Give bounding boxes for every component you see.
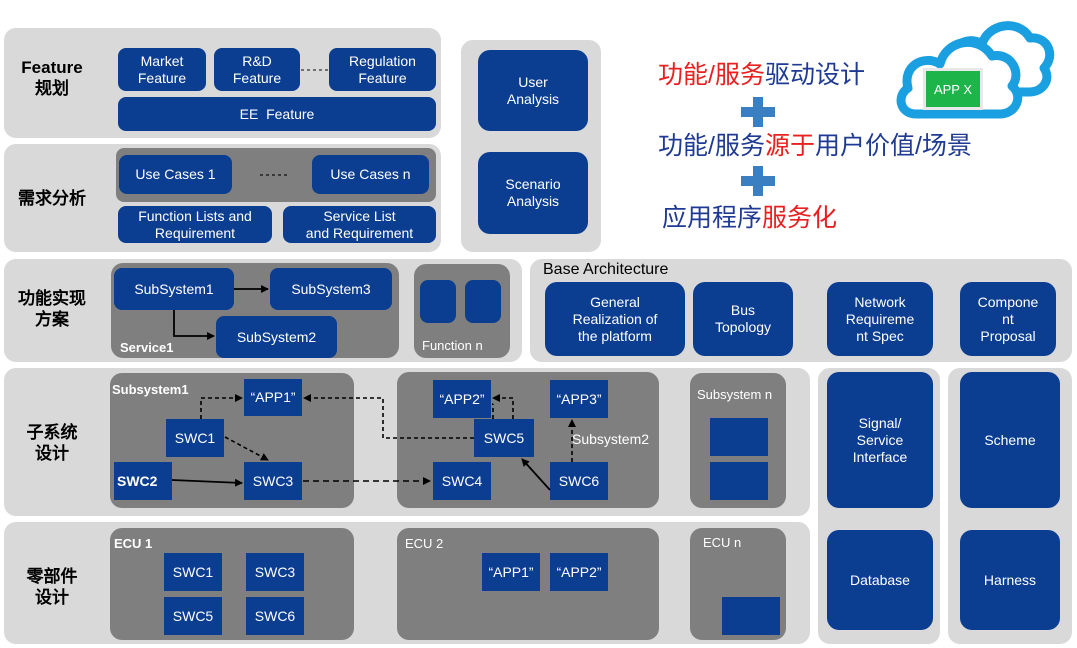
subsystem1-swc3-box: SWC3: [244, 462, 302, 500]
subsystem2-swc5-box: SWC5: [474, 419, 534, 457]
ecu1-swc5-box: SWC5: [164, 597, 222, 635]
user-analysis-box: User Analysis: [478, 50, 588, 131]
slogan-line3-segment-1: 服务化: [762, 204, 838, 232]
signal-service-interface-box: Signal/ Service Interface: [827, 372, 933, 508]
function-lists-box: Function Lists and Requirement: [118, 206, 272, 243]
subsystem1-app1-box: “APP1”: [244, 379, 302, 416]
ecu2-label: ECU 2: [405, 536, 444, 551]
slogan-line-3: 应用程序服务化: [662, 203, 837, 233]
ecu1-swc3-box: SWC3: [246, 553, 304, 591]
slogan-line2-segment-0: 功能/服务: [658, 132, 765, 160]
subsystem2-box: SubSystem2: [216, 316, 337, 358]
ecu2-app1-box: “APP1”: [482, 553, 540, 591]
slogan-line-2: 功能/服务源于用户价值/场景: [658, 131, 972, 161]
lane-label-feature: Feature 规划: [21, 58, 83, 98]
lane-label-implementation: 功能实现 方案: [18, 289, 86, 329]
ecu1-label: ECU 1: [114, 536, 153, 551]
ecu1-swc1-box: SWC1: [164, 553, 222, 591]
slogan-line1-segment-0: 功能/服务: [658, 61, 765, 89]
subsystem2-swc6-box: SWC6: [550, 462, 608, 500]
use-case-1-box: Use Cases 1: [119, 155, 232, 194]
function-n-block-2: [465, 280, 501, 323]
use-case-n-box: Use Cases n: [312, 155, 429, 194]
slogan-line3-segment-0: 应用程序: [662, 204, 763, 232]
ecu-n-label: ECU n: [703, 535, 742, 550]
service-list-box: Service List and Requirement: [283, 206, 436, 243]
subsystem2-swc4-box: SWC4: [433, 462, 491, 500]
function-n-label: Function n: [422, 338, 483, 353]
subsystem-n-label: Subsystem n: [697, 387, 773, 402]
plus-icon-1: [741, 97, 775, 127]
ecu1-panel: [110, 528, 354, 640]
subsystem2-app3-box: “APP3”: [550, 380, 608, 418]
slogan-line1-segment-1: 驱动设计: [764, 61, 865, 89]
slogan-line2-segment-1: 源于: [764, 132, 815, 160]
scheme-box: Scheme: [960, 372, 1060, 508]
ee-feature-box: EE Feature: [118, 97, 436, 131]
subsystem-n-block-1: [710, 418, 768, 456]
component-proposal-box: Compone nt Proposal: [960, 282, 1056, 356]
lane-label-requirement: 需求分析: [18, 188, 86, 208]
lane-label-subsystem: 子系统 设计: [26, 423, 78, 463]
subsystem2-label: Subsystem2: [572, 431, 650, 447]
service1-label: Service1: [120, 340, 174, 355]
subsystem1-swc1-box: SWC1: [166, 419, 224, 457]
market-feature-box: Market Feature: [118, 48, 206, 91]
general-realization-box: General Realization of the platform: [545, 282, 685, 356]
harness-box: Harness: [960, 530, 1060, 630]
subsystem1-box: SubSystem1: [114, 268, 234, 310]
database-box: Database: [827, 530, 933, 630]
regulation-feature-box: Regulation Feature: [329, 48, 436, 91]
subsystem3-box: SubSystem3: [270, 268, 392, 310]
slogan-line2-segment-2: 用户价值/场景: [814, 132, 972, 160]
subsystem1-label: Subsystem1: [112, 382, 189, 397]
network-spec-box: Network Requireme nt Spec: [827, 282, 933, 356]
plus-icon-2: [741, 166, 775, 196]
base-architecture-title: Base Architecture: [543, 261, 669, 278]
subsystem2-app2-box: “APP2”: [433, 380, 491, 418]
function-n-block-1: [420, 280, 456, 323]
ecu-n-block: [722, 597, 780, 635]
app-x-badge: APP X: [923, 68, 983, 110]
subsystem-n-block-2: [710, 462, 768, 500]
ecu1-swc6-box: SWC6: [246, 597, 304, 635]
lane-label-component: 零部件 设计: [26, 567, 78, 607]
scenario-analysis-box: Scenario Analysis: [478, 152, 588, 234]
slogan-line-1: 功能/服务驱动设计: [658, 60, 865, 90]
bus-topology-box: Bus Topology: [693, 282, 793, 356]
rd-feature-box: R&D Feature: [214, 48, 300, 91]
subsystem1-swc2-box: SWC2: [114, 462, 172, 500]
ecu2-app2-box: “APP2”: [550, 553, 608, 591]
